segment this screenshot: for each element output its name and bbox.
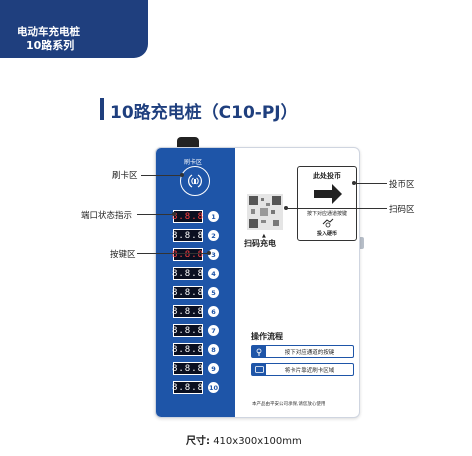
process-step-2: 将卡片靠近刷卡区域 — [251, 363, 354, 376]
port-led-display: 8.8.8 — [171, 248, 205, 261]
port-led-display: 8.8.8 — [171, 343, 205, 356]
process-title: 操作流程 — [251, 332, 283, 341]
port-key-button[interactable]: 4 — [208, 268, 219, 279]
port-led-display: 8.8.8 — [171, 324, 205, 337]
callout-card-line — [141, 175, 182, 176]
arrow-right-icon — [314, 184, 342, 204]
port-key-button[interactable]: 9 — [208, 363, 219, 374]
dimensions-spec: 尺寸: 410x300x100mm — [186, 432, 302, 447]
callout-coin-line — [354, 183, 387, 184]
callout-coin: 投币区 — [389, 180, 415, 190]
finger-press-icon — [252, 346, 266, 357]
page-title: 10路充电桩（C10-PJ） — [110, 103, 298, 123]
coin-title: 此处投币 — [313, 172, 341, 180]
process-step-2-text: 将卡片靠近刷卡区域 — [284, 367, 335, 374]
port-led-display: 8.8.8 — [171, 381, 205, 394]
callout-card-dot — [180, 173, 184, 177]
port-key-button[interactable]: 1 — [208, 211, 219, 222]
port-led-display: 8.8.8 — [171, 267, 205, 280]
insurance-footnote: 本产品由平安公司承保,请您放心使用 — [252, 402, 326, 407]
port-key-button[interactable]: 3 — [208, 249, 219, 260]
qr-code-image — [247, 194, 283, 230]
dimensions-label: 尺寸: — [186, 436, 210, 447]
qr-label: 扫码充电 — [244, 239, 276, 248]
banner-category: 电动车充电桩 — [17, 26, 80, 38]
up-caret-icon: ▲ — [262, 233, 266, 239]
card-icon — [252, 364, 266, 375]
card-zone-label: 刷卡区 — [184, 159, 203, 166]
device-side-plug — [359, 237, 364, 249]
heading-accent — [100, 98, 104, 120]
top-banner: 电动车充电桩 10路系列 — [0, 0, 148, 58]
device-top-knob — [177, 137, 199, 147]
callout-port-status: 端口状态指示 — [81, 211, 133, 221]
callout-keys-dot — [207, 251, 211, 255]
callout-port-dot — [172, 212, 176, 216]
coin-slot-panel: 此处投币 按下对应通道按键 投入硬币 — [297, 166, 357, 241]
port-led-display: 8.8.8 — [171, 305, 205, 318]
port-key-button[interactable]: 6 — [208, 306, 219, 317]
callout-card-zone: 刷卡区 — [112, 171, 138, 181]
port-key-button[interactable]: 7 — [208, 325, 219, 336]
port-led-display: 8.8.8 — [171, 286, 205, 299]
callout-keys-line — [137, 253, 209, 254]
card-reader-icon — [180, 166, 210, 196]
banner-series: 10路系列 — [26, 39, 75, 52]
callout-port-line — [137, 214, 174, 215]
dimensions-value: 410x300x100mm — [213, 436, 302, 447]
hand-coin-icon — [322, 218, 334, 228]
callout-scan: 扫码区 — [389, 205, 415, 215]
coin-insert-label: 投入硬币 — [316, 231, 337, 237]
port-key-button[interactable]: 10 — [208, 382, 219, 393]
process-step-1-text: 按下对应通道的按键 — [284, 349, 335, 356]
port-key-button[interactable]: 8 — [208, 344, 219, 355]
process-step-1: 按下对应通道的按键 — [251, 345, 354, 358]
port-key-button[interactable]: 5 — [208, 287, 219, 298]
coin-instruction: 按下对应通道按键 — [306, 211, 347, 217]
callout-scan-line — [286, 208, 387, 209]
port-led-display: 8.8.8 — [171, 362, 205, 375]
callout-keys: 按键区 — [110, 250, 136, 260]
port-led-display: 8.8.8 — [171, 229, 205, 242]
port-key-button[interactable]: 2 — [208, 230, 219, 241]
port-led-display: 8.8.8 — [171, 210, 205, 223]
